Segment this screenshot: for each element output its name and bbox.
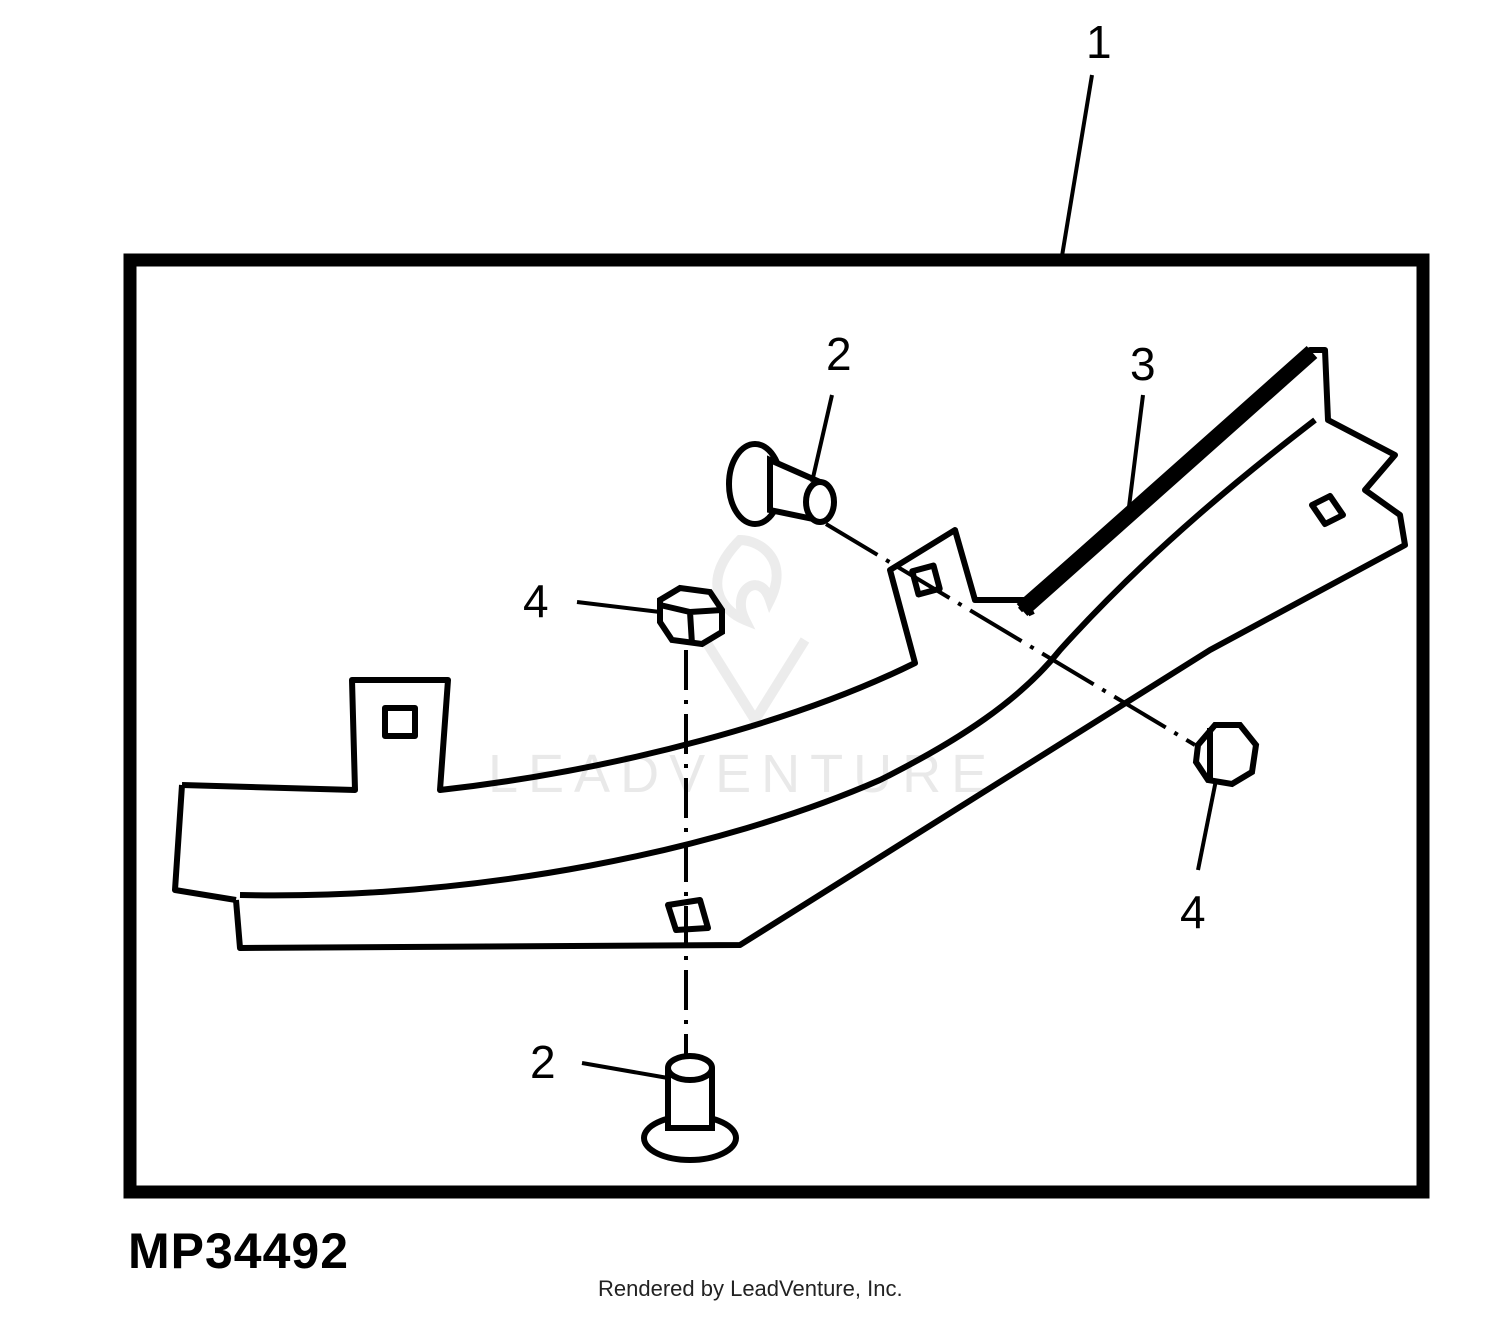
reinforcement-angle [1016, 346, 1318, 616]
leader-assembly [1060, 74, 1094, 257]
assembly-frame [123, 253, 1430, 1199]
watermark-text: LEADVENTURE [488, 744, 997, 804]
hex-nut-right [1192, 722, 1260, 788]
hex-nut-left [657, 584, 725, 648]
callout-nut-right: 4 [1180, 886, 1206, 938]
carriage-bolt-bottom [641, 1053, 739, 1163]
callout-assembly: 1 [1086, 16, 1112, 68]
callout-bolt-top: 2 [826, 328, 852, 380]
callout-nut-left: 4 [523, 575, 549, 627]
leader-lines [576, 394, 1218, 1080]
watermark-logo [700, 534, 810, 730]
figure-id: MP34492 [128, 1223, 350, 1279]
callout-bolt-bottom: 2 [530, 1036, 556, 1088]
carriage-bolt-top [726, 441, 837, 527]
render-credit: Rendered by LeadVenture, Inc. [598, 1276, 903, 1301]
alignment-lines [684, 522, 1197, 1055]
callout-reinforcement: 3 [1130, 338, 1156, 390]
